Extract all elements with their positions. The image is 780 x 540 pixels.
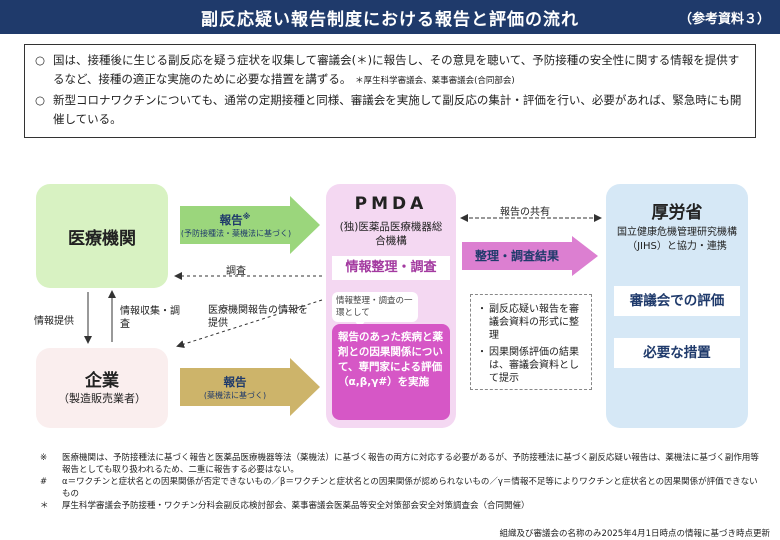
tan-arrow-shape — [180, 358, 320, 416]
footnote-mark: ＊ — [40, 501, 49, 511]
report-arrow-kigyo: 報告 (薬機法に基づく) — [180, 358, 320, 416]
reference-label: （参考資料３） — [678, 12, 770, 27]
info-collect-label: 情報収集・調査 — [120, 306, 180, 330]
green-arrow-shape — [180, 196, 320, 254]
report-arrow-iryo-label: 報告※ — [219, 212, 251, 227]
node-kigyo-subtitle: （製造販売業者） — [58, 392, 146, 405]
pink-arrow-shape — [462, 236, 598, 276]
node-pmda-title: PMDA — [354, 194, 428, 214]
footnote: ＊ 厚生科学審議会予防接種・ワクチン分科会副反応検討部会、薬事審議会医薬品等安全… — [40, 500, 760, 512]
node-pmda-subtitle: (独)医薬品医療機器総合機構 — [339, 221, 443, 247]
node-kigyo-title: 企業 — [85, 371, 119, 391]
intro-bullet-2-text: 新型コロナワクチンについても、通常の定期接種と同様、審議会を実施して副反応の集計… — [53, 93, 742, 126]
hospital-report-arrow — [176, 299, 323, 348]
node-kigyo: 企業 （製造販売業者） — [36, 348, 168, 428]
bullet-mark: ○ — [35, 53, 46, 67]
footer-note: 組織及び審議会の名称のみ2025年4月1日時点の情報に基づき時点更新 — [499, 529, 770, 539]
info-box-item-2: 因果関係評価の結果は、審議会資料として提示 — [489, 347, 579, 384]
info-box-dot: ・ — [477, 347, 487, 358]
report-arrow-iryo: 報告※ (予防接種法・薬機法に基づく) — [180, 196, 320, 254]
node-mhlw-title: 厚労省 — [651, 203, 703, 223]
node-mhlw-subtitle: 国立健康危機管理研究機構（JIHS）と協力・連携 — [617, 227, 737, 252]
mhlw-panel-measures: 必要な措置 — [614, 338, 740, 368]
investigation-label: 調査 — [226, 266, 246, 277]
info-box-item: ・ 因果関係評価の結果は、審議会資料として提示 — [477, 346, 585, 385]
node-iryo: 医療機関 — [36, 184, 168, 288]
intro-bullet-1-note: ＊厚生科学審議会、薬事審議会(合同部会) — [355, 76, 515, 86]
intro-bullet-1: ○ 国は、接種後に生じる副反応を疑う症状を収集して審議会(＊)に報告し、その意見… — [35, 51, 745, 91]
footnote-text: α＝ワクチンと症状名との因果関係が否定できないもの／β＝ワクチンと症状名との因果… — [62, 477, 758, 499]
info-box-dot: ・ — [477, 304, 487, 315]
pmda-evaluation: 報告のあった疾病と薬剤との因果関係について、専門家による評価（α,β,γ#）を実… — [332, 324, 450, 420]
result-arrow: 整理・調査結果 — [462, 236, 598, 276]
footnote-mark: ※ — [40, 453, 48, 463]
report-arrow-kigyo-sub: (薬機法に基づく) — [203, 391, 267, 400]
footnote-mark: # — [40, 477, 48, 487]
hospital-report-label: 医療機関報告の情報を提供 — [208, 305, 308, 329]
footnote: ※ 医療機関は、予防接種法に基づく報告と医薬品医療機器等法（薬機法）に基づく報告… — [40, 452, 760, 476]
report-arrow-iryo-sub: (予防接種法・薬機法に基づく) — [180, 229, 292, 238]
page-title: 副反応疑い報告制度における報告と評価の流れ — [201, 10, 579, 30]
header-band: 副反応疑い報告制度における報告と評価の流れ （参考資料３） — [0, 0, 780, 34]
info-box-item-1: 副反応疑い報告を審議会資料の形式に整理 — [489, 304, 579, 341]
node-mhlw: 厚労省 国立健康危機管理研究機構（JIHS）と協力・連携 審議会での評価 必要な… — [606, 184, 748, 428]
share-label: 報告の共有 — [500, 207, 550, 218]
info-provide-label: 情報提供 — [34, 316, 74, 327]
intro-bullet-2: ○ 新型コロナワクチンについても、通常の定期接種と同様、審議会を実施して副反応の… — [35, 91, 745, 129]
bullet-mark: ○ — [35, 93, 46, 107]
node-pmda: PMDA (独)医薬品医療機器総合機構 情報整理・調査 情報整理・調査の一環とし… — [326, 184, 456, 428]
footnotes: ※ 医療機関は、予防接種法に基づく報告と医薬品医療機器等法（薬機法）に基づく報告… — [40, 452, 760, 512]
report-arrow-kigyo-label: 報告 — [223, 375, 247, 389]
intro-box: ○ 国は、接種後に生じる副反応を疑う症状を収集して審議会(＊)に報告し、その意見… — [24, 44, 756, 138]
pmda-bubble: 情報整理・調査の一環として — [332, 292, 418, 322]
info-box-item: ・ 副反応疑い報告を審議会資料の形式に整理 — [477, 303, 585, 342]
result-arrow-label: 整理・調査結果 — [474, 249, 559, 263]
info-box: ・ 副反応疑い報告を審議会資料の形式に整理 ・ 因果関係評価の結果は、審議会資料… — [470, 294, 592, 390]
footnote-text: 医療機関は、予防接種法に基づく報告と医薬品医療機器等法（薬機法）に基づく報告の両… — [62, 453, 759, 475]
pmda-tag: 情報整理・調査 — [332, 256, 450, 280]
footnote: # α＝ワクチンと症状名との因果関係が否定できないもの／β＝ワクチンと症状名との… — [40, 476, 760, 500]
node-iryo-title: 医療機関 — [68, 229, 136, 249]
footnote-text: 厚生科学審議会予防接種・ワクチン分科会副反応検討部会、薬事審議会医薬品等安全対策… — [62, 501, 530, 511]
mhlw-panel-evaluation: 審議会での評価 — [614, 286, 740, 316]
intro-bullet-1-text: 国は、接種後に生じる副反応を疑う症状を収集して審議会(＊)に報告し、その意見を聴… — [53, 53, 740, 86]
